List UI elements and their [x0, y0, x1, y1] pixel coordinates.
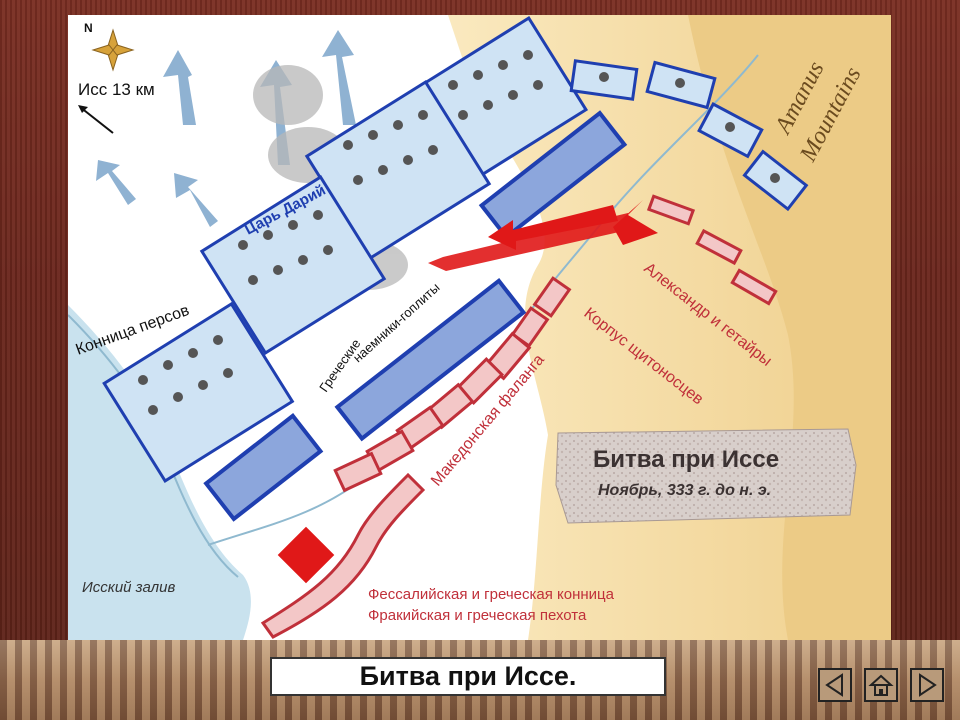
title-stone: Битва при Иссе Ноябрь, 333 г. до н. э. [555, 428, 857, 524]
arrow-right-icon [919, 673, 937, 697]
next-button[interactable] [910, 668, 944, 702]
slide-caption: Битва при Иссе. [270, 657, 666, 696]
persian-soldiers [138, 50, 780, 415]
direction-arrowhead-icon [78, 105, 88, 113]
label-thracian-infantry: Фракийская и греческая пехота [368, 607, 587, 624]
compass-rose-icon [91, 28, 135, 72]
label-thessalian-cavalry: Фессалийская и греческая конница [368, 586, 615, 603]
issus-direction-label: Исс 13 км [78, 80, 155, 99]
home-icon [868, 674, 894, 696]
persian-army [102, 16, 809, 522]
macedonian-army [260, 194, 778, 639]
compass-north-label: N [84, 21, 93, 35]
label-gulf-of-issus: Исский залив [82, 579, 175, 596]
home-button[interactable] [864, 668, 898, 702]
map-canvas: N Исс 13 км Царь Дарий Конница персов Гр… [68, 15, 891, 640]
prev-button[interactable] [818, 668, 852, 702]
stone-date: Ноябрь, 333 г. до н. э. [598, 482, 771, 499]
attack-arrows [428, 200, 658, 271]
direction-arrow-icon [79, 106, 114, 134]
stone-title: Битва при Иссе [593, 446, 779, 473]
battle-map: N Исс 13 км Царь Дарий Конница персов Гр… [68, 15, 891, 640]
arrow-left-icon [825, 673, 843, 697]
